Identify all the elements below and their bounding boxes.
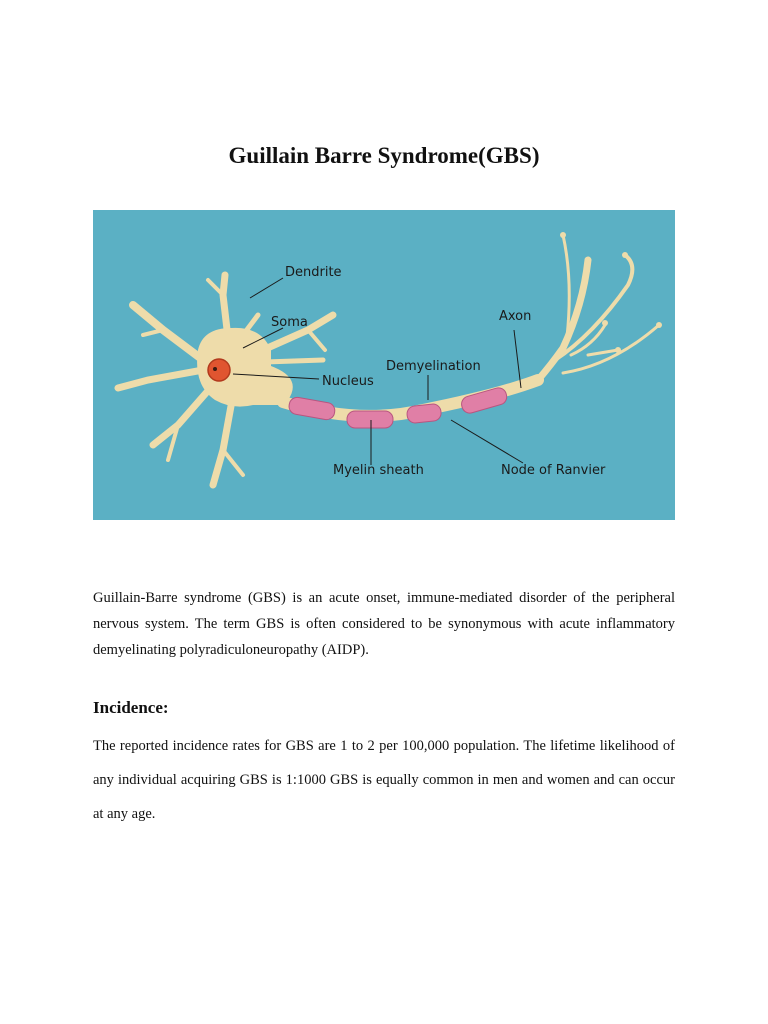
label-demyelination: Demyelination [386, 359, 481, 374]
label-axon: Axon [499, 309, 531, 324]
soma [197, 327, 293, 407]
dendrites [114, 271, 337, 489]
label-soma: Soma [271, 315, 308, 330]
neuron-diagram: Dendrite Soma Nucleus Demyelination Axon… [93, 210, 675, 520]
leader-lines [232, 277, 524, 465]
page-title: Guillain Barre Syndrome(GBS) [228, 143, 540, 168]
label-nucleus: Nucleus [322, 374, 374, 389]
label-dendrite: Dendrite [285, 265, 342, 280]
diagram-background [93, 210, 675, 520]
myelin-sheaths [288, 387, 508, 429]
label-myelin-sheath: Myelin sheath [333, 463, 424, 478]
neuron-illustration: Dendrite Soma Nucleus Demyelination Axon… [93, 210, 675, 520]
nucleus [207, 358, 231, 382]
incidence-heading: Incidence: [93, 698, 169, 717]
label-node-of-ranvier: Node of Ranvier [501, 463, 606, 478]
incidence-paragraph: The reported incidence rates for GBS are… [93, 738, 675, 822]
axon-terminals [534, 233, 661, 384]
intro-paragraph: Guillain-Barre syndrome (GBS) is an acut… [93, 590, 675, 658]
